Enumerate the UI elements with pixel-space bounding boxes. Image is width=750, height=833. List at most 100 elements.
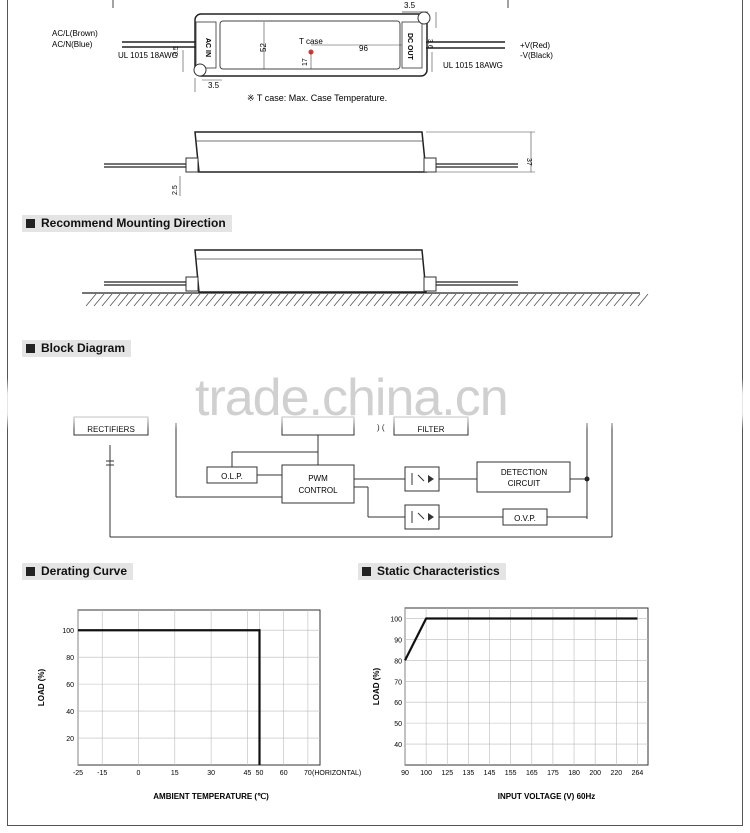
section-title-static-text: Static Characteristics bbox=[377, 564, 500, 578]
x-tick-label: 155 bbox=[505, 770, 517, 777]
y-tick-label: 50 bbox=[394, 721, 402, 728]
hatch-mark bbox=[301, 293, 313, 307]
ac-n-label: AC/N(Blue) bbox=[52, 40, 93, 49]
hatch-mark bbox=[173, 293, 185, 307]
x-tick-label: 200 bbox=[589, 770, 601, 777]
awg-left-label: UL 1015 18AWG bbox=[118, 51, 178, 60]
page-border-bottom bbox=[7, 825, 743, 826]
x-tick-label: 264 bbox=[632, 770, 644, 777]
dim-3-6: 3.6 bbox=[426, 39, 433, 49]
hatch-mark bbox=[461, 293, 473, 307]
ovp-label: O.V.P. bbox=[514, 514, 536, 523]
hatch-mark bbox=[325, 293, 337, 307]
dim-96: 96 bbox=[359, 44, 368, 53]
hatch-mark bbox=[501, 293, 513, 307]
hatch-mark bbox=[517, 293, 529, 307]
hatch-mark bbox=[229, 293, 241, 307]
hatch-mark bbox=[421, 293, 433, 307]
y-tick-label: 80 bbox=[394, 658, 402, 665]
detection-label: DETECTION bbox=[501, 468, 547, 477]
x-tick-label: 60 bbox=[280, 770, 288, 777]
hatch-mark bbox=[309, 293, 321, 307]
hatch-mark bbox=[437, 293, 449, 307]
side-view-drawing: 2.5 37 bbox=[104, 131, 535, 196]
y-tick-label: 40 bbox=[66, 709, 74, 716]
y-tick-label: 90 bbox=[394, 637, 402, 644]
x-tick-label: 45 bbox=[244, 770, 252, 777]
y-tick-label: 20 bbox=[66, 736, 74, 743]
static-series-line bbox=[404, 617, 638, 661]
ground-hatch bbox=[85, 293, 649, 307]
hatch-mark bbox=[141, 293, 153, 307]
hatch-mark bbox=[357, 293, 369, 307]
hatch-mark bbox=[85, 293, 97, 307]
hatch-mark bbox=[525, 293, 537, 307]
awg-right-label: UL 1015 18AWG bbox=[443, 61, 503, 70]
x-tick-label: 220 bbox=[610, 770, 622, 777]
hatch-mark bbox=[637, 293, 649, 307]
watermark: trade.china.cn bbox=[195, 369, 509, 427]
dc-out-label: DC OUT bbox=[406, 33, 413, 61]
hatch-mark bbox=[245, 293, 257, 307]
y-tick-label: 100 bbox=[62, 628, 74, 635]
x-tick-label: -25 bbox=[73, 770, 83, 777]
hatch-mark bbox=[293, 293, 305, 307]
y-tick-label: 60 bbox=[66, 682, 74, 689]
dim-3-5-bottom: 3.5 bbox=[208, 81, 220, 90]
x-tick-label: 70 bbox=[304, 770, 312, 777]
x-tick-label: -15 bbox=[97, 770, 107, 777]
section-title-derating: Derating Curve bbox=[22, 563, 134, 580]
v-black-label: -V(Black) bbox=[520, 51, 553, 60]
hatch-mark bbox=[341, 293, 353, 307]
hatch-mark bbox=[605, 293, 617, 307]
hatch-mark bbox=[485, 293, 497, 307]
hatch-mark bbox=[349, 293, 361, 307]
hatch-mark bbox=[157, 293, 169, 307]
section-title-derating-text: Derating Curve bbox=[41, 564, 128, 578]
detection-circuit-label: CIRCUIT bbox=[508, 479, 541, 488]
x-tick-label: 165 bbox=[526, 770, 538, 777]
ac-l-label: AC/L(Brown) bbox=[52, 29, 98, 38]
pwm-control-label: CONTROL bbox=[298, 486, 338, 495]
hatch-mark bbox=[445, 293, 457, 307]
hatch-mark bbox=[189, 293, 201, 307]
hatch-mark bbox=[213, 293, 225, 307]
hatch-mark bbox=[493, 293, 505, 307]
hatch-mark bbox=[549, 293, 561, 307]
dim-52: 52 bbox=[259, 43, 268, 52]
x-tick-label: 0 bbox=[137, 770, 141, 777]
hatch-mark bbox=[557, 293, 569, 307]
hatch-mark bbox=[197, 293, 209, 307]
y-axis-label: LOAD (%) bbox=[372, 668, 381, 706]
hatch-mark bbox=[365, 293, 377, 307]
hatch-mark bbox=[509, 293, 521, 307]
hatch-mark bbox=[629, 293, 641, 307]
x-tick-label: 125 bbox=[441, 770, 453, 777]
hatch-mark bbox=[133, 293, 145, 307]
mounting-drawing bbox=[82, 249, 649, 307]
y-tick-label: 80 bbox=[66, 655, 74, 662]
hatch-mark bbox=[373, 293, 385, 307]
hatch-mark bbox=[261, 293, 273, 307]
hatch-mark bbox=[533, 293, 545, 307]
hatch-mark bbox=[453, 293, 465, 307]
hatch-mark bbox=[149, 293, 161, 307]
hatch-mark bbox=[269, 293, 281, 307]
x-suffix-label: (HORIZONTAL) bbox=[312, 770, 361, 777]
y-tick-label: 60 bbox=[394, 700, 402, 707]
plot-frame bbox=[77, 609, 321, 766]
hatch-mark bbox=[405, 293, 417, 307]
section-title-mounting-text: Recommend Mounting Direction bbox=[41, 216, 226, 230]
hatch-mark bbox=[181, 293, 193, 307]
hatch-mark bbox=[125, 293, 137, 307]
olp-label: O.L.P. bbox=[221, 472, 243, 481]
hatch-mark bbox=[317, 293, 329, 307]
y-tick-label: 40 bbox=[394, 742, 402, 749]
hatch-mark bbox=[589, 293, 601, 307]
hatch-mark bbox=[565, 293, 577, 307]
hatch-mark bbox=[165, 293, 177, 307]
x-tick-label: 50 bbox=[256, 770, 264, 777]
hatch-mark bbox=[413, 293, 425, 307]
